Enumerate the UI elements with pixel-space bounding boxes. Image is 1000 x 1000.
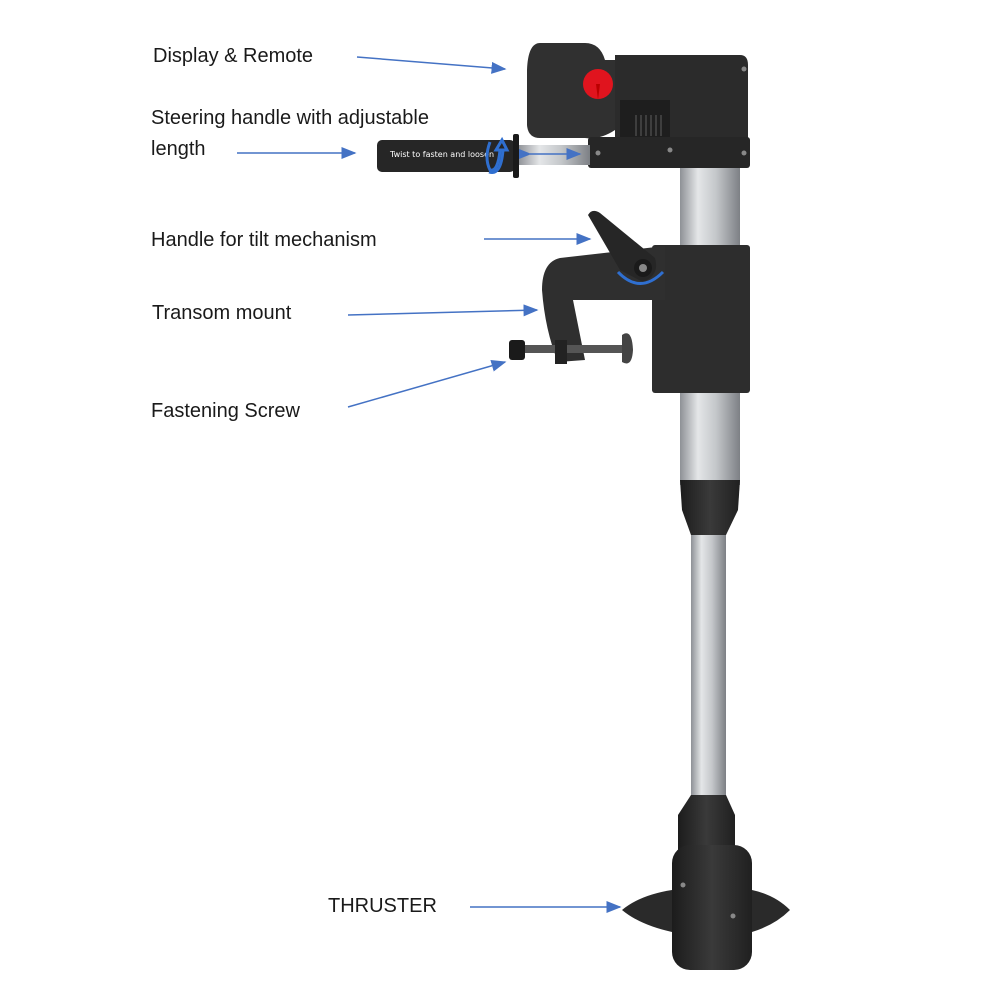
thruster-nose-left (622, 890, 672, 932)
arrow-display-remote (356, 56, 507, 74)
clamp-body (652, 245, 750, 393)
steering-rod (518, 145, 590, 165)
display-remote (527, 43, 615, 139)
label-steering-handle: Steering handle with adjustable length (151, 103, 429, 165)
upper-collar (680, 480, 740, 535)
label-tilt-handle: Handle for tilt mechanism (151, 229, 377, 251)
thruster-pod (672, 845, 752, 970)
twist-arrow-icon (485, 136, 510, 175)
arrow-transom-mount (347, 304, 539, 317)
label-fastening-screw: Fastening Screw (151, 400, 300, 422)
handle-bracket (588, 137, 750, 168)
label-display-remote: Display & Remote (153, 45, 314, 67)
arrow-fastening-screw (347, 359, 507, 408)
thruster-nose-right (752, 890, 790, 932)
grip-text: Twist to fasten and loosen (389, 150, 494, 159)
label-steering-line2: length (151, 138, 206, 160)
lower-collar (678, 795, 735, 850)
label-thruster: THRUSTER (328, 895, 437, 917)
label-transom-mount: Transom mount (152, 302, 292, 324)
fastening-screw (515, 345, 623, 353)
lower-shaft (691, 530, 726, 800)
label-steering-line1: Steering handle with adjustable (151, 107, 429, 129)
steering-grip (377, 140, 515, 172)
